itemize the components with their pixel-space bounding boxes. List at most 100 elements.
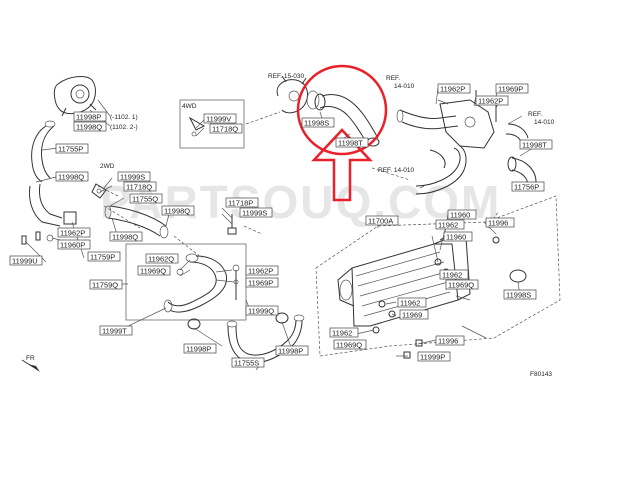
- callout-11718q[interactable]: 11718Q: [123, 181, 157, 192]
- callout-11969p[interactable]: 11969P: [245, 277, 279, 288]
- svg-text:11759Q: 11759Q: [92, 281, 118, 290]
- svg-text:11962: 11962: [400, 299, 420, 308]
- callout-11999u[interactable]: 11999U: [9, 255, 43, 266]
- callout-11755q[interactable]: 11755Q: [129, 193, 163, 204]
- svg-text:11962: 11962: [332, 329, 352, 338]
- callout-11969q-2[interactable]: 11969Q: [445, 279, 479, 290]
- callout-11759q[interactable]: 11759Q: [89, 279, 123, 290]
- callout-11998p-2[interactable]: 11998P: [183, 343, 217, 354]
- callout-11962[interactable]: 11962: [435, 219, 465, 230]
- callout-11998q-3[interactable]: 11998Q: [161, 205, 195, 216]
- svg-text:11998P: 11998P: [76, 113, 101, 122]
- callout-11998s-2[interactable]: 11998S: [503, 289, 537, 300]
- callout-11969q-3[interactable]: 11969Q: [333, 339, 367, 350]
- callout-11998t[interactable]: 11998T: [335, 137, 369, 148]
- callout-11998t-2[interactable]: 11998T: [519, 139, 553, 150]
- callout-11998q[interactable]: 11998Q: [73, 121, 107, 132]
- callout-11962-2[interactable]: 11962: [439, 269, 469, 280]
- callout-11962p-3[interactable]: 11962P: [437, 83, 471, 94]
- svg-text:11962P: 11962P: [478, 97, 503, 106]
- callout-11999t[interactable]: 11999T: [99, 325, 133, 336]
- svg-text:11962P: 11962P: [248, 267, 273, 276]
- figure-number: F80143: [530, 371, 552, 378]
- range-label-2: (1102. 2-): [110, 124, 138, 131]
- ref-top-center: REF.: [386, 75, 400, 82]
- intercooler-box: [315, 195, 561, 357]
- svg-text:11996: 11996: [438, 337, 458, 346]
- svg-text:11960P: 11960P: [60, 241, 85, 250]
- callout-labels: 11998P 11998Q 11755P 11998Q 11999S 11718…: [9, 83, 553, 368]
- svg-text:11998P: 11998P: [278, 347, 303, 356]
- turbo-top-center: [276, 75, 309, 114]
- callout-11755p[interactable]: 11755P: [55, 143, 89, 154]
- callout-11999p[interactable]: 11999P: [417, 351, 451, 362]
- svg-text:11700A: 11700A: [368, 217, 393, 226]
- callout-11718p[interactable]: 11718P: [225, 197, 259, 208]
- side-labels: (-1102. 1) (1102. 2-) 4WD 2WD FR F80143: [26, 103, 552, 378]
- callout-11999v[interactable]: 11999V: [203, 113, 237, 124]
- front-arrow-icon: [21, 359, 40, 372]
- connection-lines: [97, 111, 499, 259]
- callout-11962-4[interactable]: 11962: [329, 327, 359, 338]
- svg-text:11969P: 11969P: [248, 279, 273, 288]
- callout-11999s-2[interactable]: 11999S: [239, 207, 273, 218]
- hose-ref-14-010: [415, 145, 467, 195]
- svg-text:11998T: 11998T: [338, 139, 363, 148]
- callout-11962q[interactable]: 11962Q: [145, 253, 179, 264]
- svg-text:11999V: 11999V: [206, 115, 231, 124]
- callout-11996[interactable]: 11996: [485, 217, 515, 228]
- svg-text:11969Q: 11969Q: [336, 341, 362, 350]
- callout-11960-2[interactable]: 11960: [443, 231, 473, 242]
- pipe-left-lower: [29, 183, 77, 227]
- ref-top-center-num: 14-010: [394, 83, 415, 90]
- callout-11998q-2[interactable]: 11998Q: [55, 171, 89, 182]
- svg-text:11756P: 11756P: [514, 183, 539, 192]
- svg-text:11998P: 11998P: [186, 345, 211, 354]
- hose-11755p: [31, 120, 56, 183]
- callout-11969q[interactable]: 11969Q: [137, 265, 171, 276]
- callout-11999q[interactable]: 11999Q: [245, 305, 279, 316]
- callout-11759p[interactable]: 11759P: [87, 251, 121, 262]
- box-4wd: [179, 99, 245, 149]
- label-4wd: 4WD: [182, 103, 197, 110]
- svg-text:11999Q: 11999Q: [248, 307, 274, 316]
- svg-text:11960: 11960: [446, 233, 466, 242]
- callout-11962p[interactable]: 11962P: [57, 227, 91, 238]
- svg-text:11759P: 11759P: [90, 253, 115, 262]
- svg-text:11998T: 11998T: [522, 141, 547, 150]
- callout-11962p-4[interactable]: 11962P: [475, 95, 509, 106]
- box-11759q: [125, 243, 247, 321]
- callout-11960p[interactable]: 11960P: [57, 239, 91, 250]
- callout-11996-2[interactable]: 11996: [435, 335, 465, 346]
- callout-11700a[interactable]: 11700A: [365, 215, 399, 226]
- callout-11960[interactable]: 11960: [447, 209, 477, 220]
- callout-11998p[interactable]: 11998P: [73, 111, 107, 122]
- svg-text:11999U: 11999U: [12, 257, 38, 266]
- svg-text:11998Q: 11998Q: [164, 207, 190, 216]
- callout-11755s[interactable]: 11755S: [231, 357, 265, 368]
- callout-11998q-4[interactable]: 11998Q: [109, 231, 143, 242]
- callout-11718q-2[interactable]: 11718Q: [209, 123, 243, 134]
- svg-text:11998Q: 11998Q: [112, 233, 138, 242]
- svg-text:11755P: 11755P: [58, 145, 83, 154]
- svg-text:11969Q: 11969Q: [140, 267, 166, 276]
- svg-text:11962P: 11962P: [60, 229, 85, 238]
- svg-text:11999T: 11999T: [102, 327, 127, 336]
- callout-11999s[interactable]: 11999S: [117, 171, 151, 182]
- callout-11969p-2[interactable]: 11969P: [495, 83, 529, 94]
- callout-11962-3[interactable]: 11962: [397, 297, 427, 308]
- callout-11962p-2[interactable]: 11962P: [245, 265, 279, 276]
- svg-text:11996: 11996: [488, 219, 508, 228]
- label-fr: FR: [26, 355, 35, 362]
- pipe-11755s: [226, 314, 305, 364]
- callout-11998s[interactable]: 11998S: [301, 117, 335, 128]
- callout-11998p-3[interactable]: 11998P: [275, 345, 309, 356]
- callout-11756p[interactable]: 11756P: [511, 181, 545, 192]
- svg-text:11962P: 11962P: [440, 85, 465, 94]
- ref-top-left: REF. 15-030: [268, 73, 305, 80]
- turbo-housing-left: [53, 76, 97, 117]
- svg-text:11999P: 11999P: [420, 353, 445, 362]
- callout-11969[interactable]: 11969: [399, 309, 429, 320]
